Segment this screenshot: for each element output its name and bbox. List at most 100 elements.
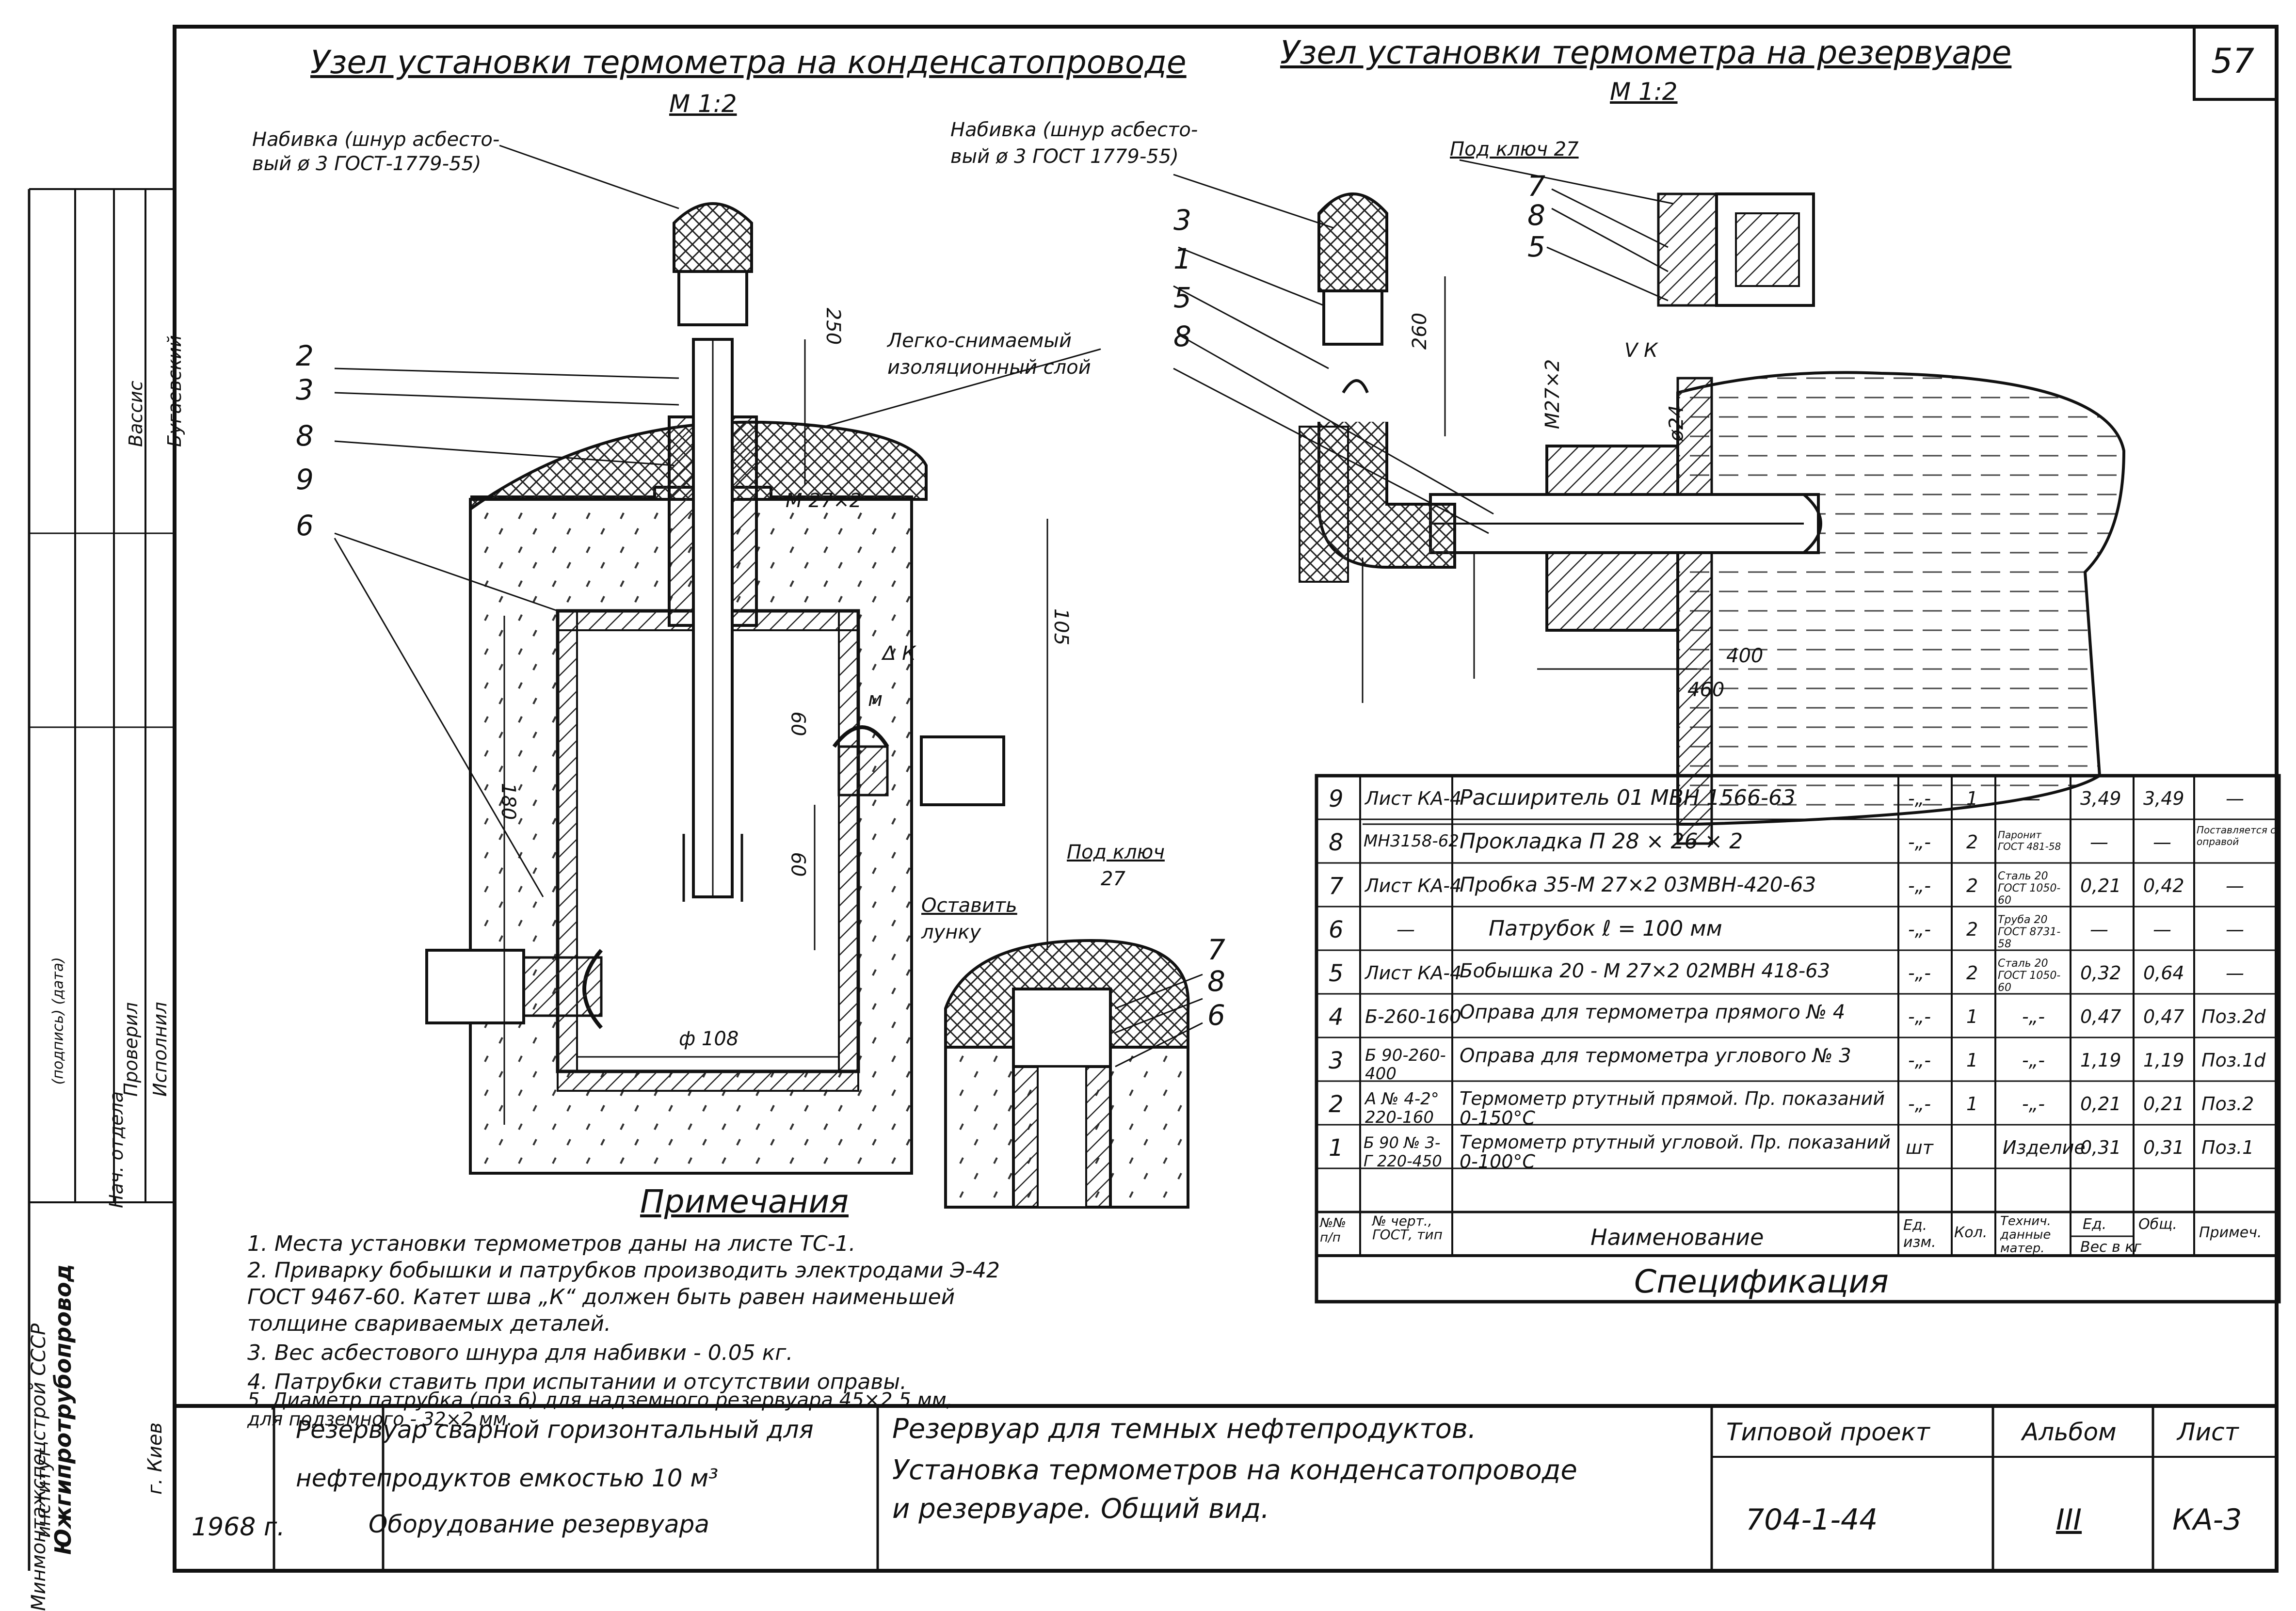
spec-header-note: Примеч.	[2199, 1224, 2262, 1241]
detail-callout-7: 7	[1207, 933, 1225, 966]
role-checked: Проверил	[120, 1002, 142, 1097]
spec-unit: -„-	[1908, 1006, 1931, 1027]
spec-w2: —	[2153, 919, 2171, 940]
spec-unit: -„-	[1908, 831, 1931, 853]
spec-w1: 1,19	[2080, 1050, 2121, 1071]
left-dim-60a: 60	[787, 711, 809, 736]
spec-unit: -„-	[1908, 1093, 1931, 1115]
note-line: 3. Вес асбестового шнура для набивки - 0…	[247, 1340, 793, 1365]
spec-w1: 0,31	[2080, 1137, 2121, 1158]
spec-note: Поз.2	[2201, 1093, 2254, 1115]
spec-note: Поз.2d	[2201, 1006, 2266, 1027]
sheet-title-2: Установка термометров на конденсатопрово…	[892, 1454, 1577, 1486]
leave-hole-2: лунку	[921, 921, 981, 943]
spec-header-doc: № черт., ГОСТ, тип	[1372, 1213, 1443, 1243]
spec-name: Оправа для термометра углового № 3	[1460, 1045, 1851, 1067]
spec-pos: 8	[1329, 829, 1344, 856]
spec-pos: 2	[1329, 1091, 1344, 1118]
spec-mat: -„-	[2022, 1093, 2045, 1115]
spec-mat: —	[2022, 788, 2040, 809]
spec-doc: Лист КА-4	[1365, 962, 1462, 984]
spec-qty: 2	[1966, 875, 1978, 896]
spec-w2: 0,47	[2143, 1006, 2184, 1027]
title-year: 1968 г.	[192, 1513, 285, 1542]
spec-w2: 1,19	[2143, 1050, 2184, 1071]
signer-name-1: Вассис	[125, 381, 146, 447]
spec-qty: 1	[1966, 788, 1978, 809]
note-line: 2. Приварку бобышки и патрубков производ…	[247, 1258, 1000, 1283]
spec-pos: 1	[1329, 1134, 1344, 1162]
spec-doc: —	[1397, 919, 1415, 940]
left-packing-note-2: вый ø 3 ГОСТ-1779-55)	[252, 153, 482, 175]
spec-doc: Б-260-160	[1365, 1006, 1461, 1027]
right-weld-label: V К	[1624, 339, 1658, 362]
spec-qty: 1	[1966, 1006, 1978, 1027]
left-dim-dia108: ф 108	[679, 1028, 739, 1050]
spec-header-w1: Ед.	[2083, 1216, 2107, 1233]
spec-pos: 6	[1329, 916, 1344, 943]
spec-unit: -„-	[1908, 875, 1931, 896]
spec-w2: 0,21	[2143, 1093, 2184, 1115]
spec-qty: 2	[1966, 919, 1978, 940]
right-callout-7b: 7	[1527, 170, 1545, 203]
spec-w1: —	[2090, 919, 2108, 940]
spec-w1: 0,21	[2080, 875, 2121, 896]
spec-doc: Б 90 № 3-Г 220-450	[1364, 1133, 1442, 1170]
sheet-number: 57	[2211, 41, 2255, 81]
spec-note: Поз.1	[2201, 1137, 2254, 1158]
spec-doc: Лист КА-4	[1365, 875, 1462, 896]
spec-qty: 1	[1966, 1050, 1978, 1071]
spec-header-pos: №№ п/п	[1320, 1216, 1347, 1245]
note-line: толщине свариваемых деталей.	[247, 1311, 611, 1336]
removable-layer-1: Легко-снимаемый	[887, 330, 1072, 352]
object-line-3: Оборудование резервуара	[369, 1510, 709, 1538]
left-dim-180: 180	[497, 782, 520, 820]
leave-hole-1: Оставить	[921, 894, 1017, 917]
ministry-line-3: Южгипротрубопровод	[50, 1264, 76, 1555]
left-packing-note-1: Набивка (шнур асбесто-	[252, 128, 500, 151]
removable-layer-2: изоляционный слой	[887, 356, 1091, 379]
right-packing-note-2: вый ø 3 ГОСТ 1779-55)	[950, 145, 1179, 168]
detail-callout-8: 8	[1207, 965, 1225, 998]
note-line: 5. Диаметр патрубка (поз.6) для надземно…	[247, 1389, 953, 1411]
spec-mat: Сталь 20 ГОСТ 1050-60	[1998, 957, 2061, 994]
spec-mat: -„-	[2022, 1006, 2045, 1027]
strip-misc: (подпись) (дата)	[49, 957, 67, 1085]
sheet-code: КА-3	[2172, 1503, 2242, 1537]
right-wrench-label: Под ключ 27	[1450, 138, 1579, 160]
left-dim-250: 250	[822, 307, 845, 345]
spec-w2: 0,64	[2143, 962, 2184, 984]
spec-table-grid	[1315, 774, 2281, 1304]
right-dim-260: 260	[1409, 312, 1431, 350]
spec-w1: —	[2090, 831, 2108, 853]
spec-header-w2: Общ.	[2138, 1216, 2177, 1233]
spec-header-unit: Ед. изм.	[1903, 1217, 1936, 1251]
role-executed: Исполнил	[149, 1002, 171, 1097]
spec-w2: 3,49	[2143, 788, 2184, 809]
spec-unit: -„-	[1908, 962, 1931, 984]
spec-note: —	[2226, 962, 2244, 984]
left-view-scale: М 1:2	[669, 90, 737, 118]
spec-pos: 5	[1329, 960, 1344, 987]
left-view-title: Узел установки термометра на конденсатоп…	[310, 44, 1187, 81]
spec-name: Термометр ртутный угловой. Пр. показаний…	[1460, 1132, 1891, 1172]
left-callout-3: 3	[296, 373, 314, 406]
album-label: Альбом	[2022, 1418, 2117, 1446]
spec-header-qty: Кол.	[1954, 1224, 1988, 1241]
spec-w1: 0,47	[2080, 1006, 2121, 1027]
right-callout-8b: 8	[1527, 199, 1545, 232]
left-weld-m: м	[868, 688, 883, 711]
detail-wrench-1: Под ключ	[1067, 841, 1165, 863]
spec-doc: Б 90-260-400	[1365, 1046, 1446, 1084]
spec-w1: 3,49	[2080, 788, 2121, 809]
spec-name: Пробка 35-М 27×2 03МВН-420-63	[1460, 873, 1816, 896]
left-thread-label: М 27×2	[786, 490, 862, 512]
right-callout-5: 5	[1173, 281, 1191, 314]
right-thread-label: М27×2	[1541, 359, 1564, 430]
spec-qty: 1	[1966, 1093, 1978, 1115]
spec-note: Поз.1d	[2201, 1050, 2266, 1071]
left-dim-60b: 60	[787, 852, 809, 877]
spec-note: Поставляется с оправой	[2197, 824, 2276, 847]
left-callout-8: 8	[296, 419, 314, 452]
